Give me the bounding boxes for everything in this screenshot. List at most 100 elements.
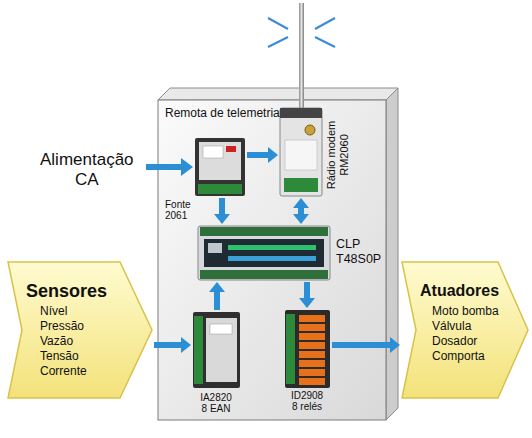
relay-output-illustration bbox=[285, 310, 330, 388]
relay bbox=[299, 342, 325, 349]
relay bbox=[299, 351, 325, 358]
flow-arrow bbox=[154, 337, 191, 353]
led-strip bbox=[228, 256, 316, 261]
flow-arrow bbox=[214, 198, 230, 224]
device-label: CLP T48S0P bbox=[336, 237, 381, 267]
plc-illustration bbox=[198, 226, 330, 280]
power-supply-illustration bbox=[195, 138, 245, 196]
device-label: ID2908 8 relés bbox=[289, 390, 325, 412]
terminal-strip bbox=[198, 184, 242, 194]
arrow-head bbox=[181, 337, 191, 353]
flow-arrow bbox=[299, 282, 315, 308]
relay bbox=[299, 333, 325, 340]
device-body bbox=[198, 226, 330, 280]
chevron-shape bbox=[8, 262, 152, 398]
terminal-strip bbox=[200, 270, 328, 279]
arrow-head bbox=[299, 298, 315, 308]
arrow-head bbox=[181, 158, 193, 176]
device-sticker bbox=[210, 324, 232, 334]
device-body bbox=[280, 108, 322, 196]
device-led bbox=[226, 146, 236, 152]
list-item: Comporta bbox=[432, 349, 528, 364]
device-face bbox=[204, 239, 324, 267]
flow-arrow bbox=[293, 198, 309, 224]
arrow-head bbox=[268, 147, 278, 163]
cabinet-front bbox=[158, 100, 386, 420]
radio-modem-illustration bbox=[280, 108, 322, 196]
arrow-head bbox=[293, 214, 309, 224]
radio-modem: Rádio modem RM2060 bbox=[280, 108, 322, 196]
arrow-shaft bbox=[332, 342, 391, 348]
cabinet-box: Remota de telemetriaFonte 2061 Rádio mode… bbox=[158, 100, 386, 420]
list-item: Moto bomba bbox=[432, 304, 528, 319]
arrow-shaft bbox=[219, 198, 225, 215]
arrow-shaft bbox=[247, 152, 269, 158]
relay-module: ID2908 8 relés bbox=[285, 310, 330, 388]
arrow-head bbox=[390, 337, 400, 353]
chevron-shape bbox=[402, 262, 528, 398]
device-label: Rádio modem RM2060 bbox=[325, 115, 351, 195]
radio-wave bbox=[315, 37, 335, 47]
input-module: IA2820 8 EAN bbox=[193, 312, 240, 388]
list-item: Pressão bbox=[40, 319, 152, 334]
terminal-strip bbox=[286, 314, 295, 384]
arrow-shaft bbox=[304, 282, 310, 299]
list-item: Válvula bbox=[432, 319, 528, 334]
device-label: IA2820 8 EAN bbox=[198, 392, 234, 414]
relay bbox=[299, 324, 325, 331]
list-item: Tensão bbox=[40, 349, 152, 364]
arrow-head bbox=[214, 214, 230, 224]
power-input-label: Alimentação CA bbox=[40, 150, 134, 190]
cabinet-side bbox=[386, 88, 398, 420]
cabinet-title: Remota de telemetria bbox=[165, 106, 280, 120]
device-sticker bbox=[203, 146, 223, 158]
radio-wave bbox=[268, 18, 288, 29]
list-item: Dosador bbox=[432, 334, 528, 349]
relay bbox=[299, 369, 325, 376]
relay bbox=[299, 360, 325, 367]
analog-input-illustration bbox=[193, 312, 240, 388]
antenna bbox=[268, 3, 335, 108]
device-panel bbox=[199, 142, 241, 180]
radio-wave bbox=[268, 37, 288, 47]
flow-arrow bbox=[332, 337, 400, 353]
list-item: Corrente bbox=[40, 364, 152, 379]
terminal-strip bbox=[200, 227, 328, 236]
led-strip bbox=[228, 245, 316, 250]
power-supply: Fonte 2061 bbox=[195, 138, 245, 196]
device-body bbox=[285, 310, 330, 388]
arrow-shaft bbox=[298, 207, 304, 215]
list-item: Vazão bbox=[40, 334, 152, 349]
input-chevron: SensoresNívelPressãoVazãoTensãoCorrente bbox=[8, 262, 152, 398]
device-top bbox=[280, 108, 322, 118]
arrow-shaft bbox=[214, 291, 220, 310]
device-body bbox=[193, 312, 240, 388]
plc-unit: CLP T48S0P bbox=[198, 226, 330, 280]
antenna-connector bbox=[305, 125, 315, 135]
arrow-shaft bbox=[146, 164, 183, 170]
output-chevron: AtuadoresMoto bombaVálvulaDosadorComport… bbox=[402, 262, 528, 398]
device-face bbox=[206, 318, 237, 382]
terminal-strip bbox=[284, 178, 318, 192]
group-heading: Atuadores bbox=[420, 280, 528, 302]
antenna-pole bbox=[299, 3, 304, 108]
arrow-head bbox=[293, 198, 309, 208]
radio-wave bbox=[315, 18, 335, 29]
device-panel bbox=[285, 140, 317, 170]
flow-arrow bbox=[247, 147, 278, 163]
cabinet-illustration bbox=[158, 88, 398, 420]
relay bbox=[299, 378, 325, 385]
group-heading: Sensores bbox=[26, 280, 152, 302]
list-item: Nível bbox=[40, 304, 152, 319]
flow-arrow bbox=[209, 282, 225, 310]
arrow-head bbox=[209, 282, 225, 292]
terminal-strip bbox=[194, 316, 203, 384]
cabinet-top bbox=[158, 88, 398, 100]
ethernet-port bbox=[208, 243, 222, 253]
device-body bbox=[195, 138, 245, 196]
device-label: Fonte 2061 bbox=[165, 199, 191, 221]
arrow-shaft bbox=[154, 342, 182, 348]
relay bbox=[299, 315, 325, 322]
power-arrow bbox=[146, 158, 193, 176]
